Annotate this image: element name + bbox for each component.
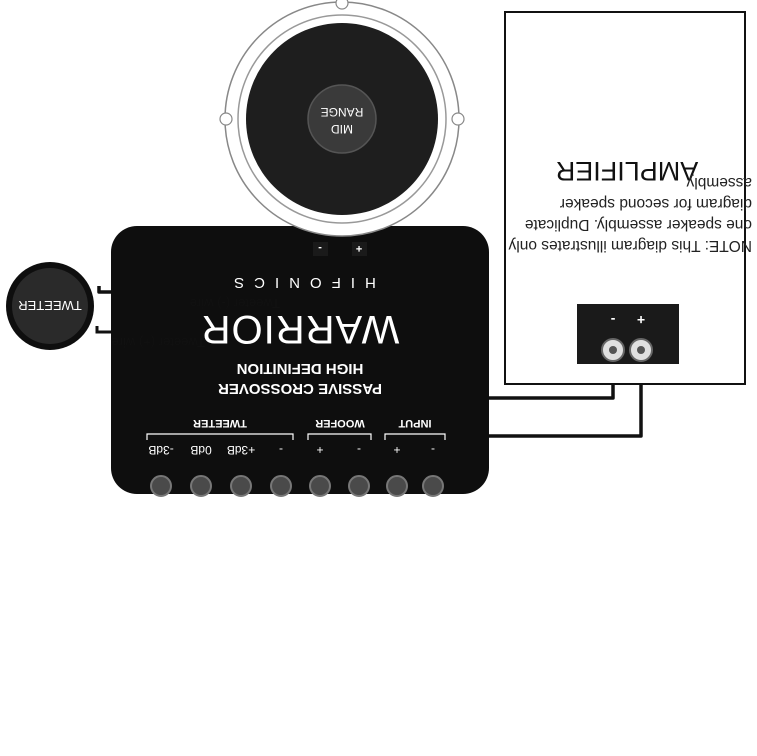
crossover-terminal-tweeter-minus <box>270 475 292 497</box>
amplifier-plus-label: + <box>637 312 645 328</box>
midrange-label-line2: RANGE <box>321 105 364 119</box>
note-line-3: diagram for second speaker <box>559 195 752 212</box>
note-line-4: assembly <box>686 174 752 191</box>
tweeter-minus-wire-label: Tweeter (-) wire <box>190 296 280 311</box>
crossover-terminal-input-plus <box>386 475 408 497</box>
crossover-line2: PASSIVE CROSSOVER <box>218 380 382 397</box>
crossover-terminals <box>150 475 444 497</box>
note-text: NOTE: This diagram illustrates only one … <box>442 172 753 256</box>
crossover-model-logo: WARRIOR <box>201 307 400 351</box>
midrange-mount-hole <box>451 112 465 126</box>
bracket-tweeter <box>146 433 294 440</box>
crossover-line1: HIGH DEFINITION <box>237 360 364 377</box>
terminal-label-minus3db: -3dB <box>148 443 173 457</box>
crossover-terminal-woofer-minus <box>348 475 370 497</box>
crossover-group-brackets <box>146 433 446 440</box>
crossover: - + - + - +3dB 0dB -3dB INPUT WOOFER TWE… <box>111 226 489 497</box>
midrange-mount-hole <box>335 0 349 10</box>
terminal-label-tweeter-minus: - <box>279 443 283 457</box>
group-label-input: INPUT <box>398 417 431 429</box>
terminal-label-input-minus: - <box>431 443 435 457</box>
crossover-brand-logo: HIFONICS <box>224 274 376 291</box>
crossover-terminal-tweeter-minus3db <box>150 475 172 497</box>
terminal-label-plus3db: +3dB <box>227 443 255 457</box>
crossover-terminal-tweeter-0db <box>190 475 212 497</box>
amplifier: + - AMPLIFIER <box>504 11 746 385</box>
terminal-label-woofer-minus: - <box>357 443 361 457</box>
terminal-label-input-plus: + <box>393 443 400 457</box>
crossover-group-labels: INPUT WOOFER TWEETER <box>193 417 431 429</box>
amplifier-minus-label: - <box>610 312 615 328</box>
midrange-speaker: MID RANGE + - <box>219 0 465 256</box>
midrange-minus-label: - <box>318 242 322 254</box>
group-label-woofer: WOOFER <box>315 417 365 429</box>
terminal-label-0db: 0dB <box>190 443 211 457</box>
crossover-terminal-tweeter-plus3db <box>230 475 252 497</box>
crossover-board <box>111 226 489 494</box>
midrange-mount-hole <box>219 112 233 126</box>
midrange-terminal-plus <box>352 242 367 256</box>
note-line-1: NOTE: This diagram illustrates only <box>508 237 753 254</box>
tweeter-label: TWEETER <box>18 298 82 313</box>
midrange-plus-label: + <box>356 242 362 254</box>
amplifier-terminal-block <box>577 304 679 364</box>
group-label-tweeter: TWEETER <box>193 417 247 429</box>
midrange-label-line1: MID <box>331 122 353 136</box>
midrange-terminal-minus <box>313 242 328 256</box>
bracket-input <box>384 433 446 440</box>
crossover-terminal-woofer-plus <box>309 475 331 497</box>
terminal-label-woofer-plus: + <box>316 443 323 457</box>
note-line-2: one speaker assembly. Duplicate <box>524 216 752 233</box>
tweeter-plus-wire-label: Tweeter (+) wire <box>111 335 205 350</box>
crossover-terminal-labels: - + - + - +3dB 0dB -3dB <box>148 443 435 457</box>
amplifier-label: AMPLIFIER <box>556 156 699 186</box>
midrange-dust-cap <box>307 84 377 154</box>
bracket-woofer <box>307 433 372 440</box>
crossover-terminal-input-minus <box>422 475 444 497</box>
tweeter-speaker: TWEETER <box>6 262 94 350</box>
